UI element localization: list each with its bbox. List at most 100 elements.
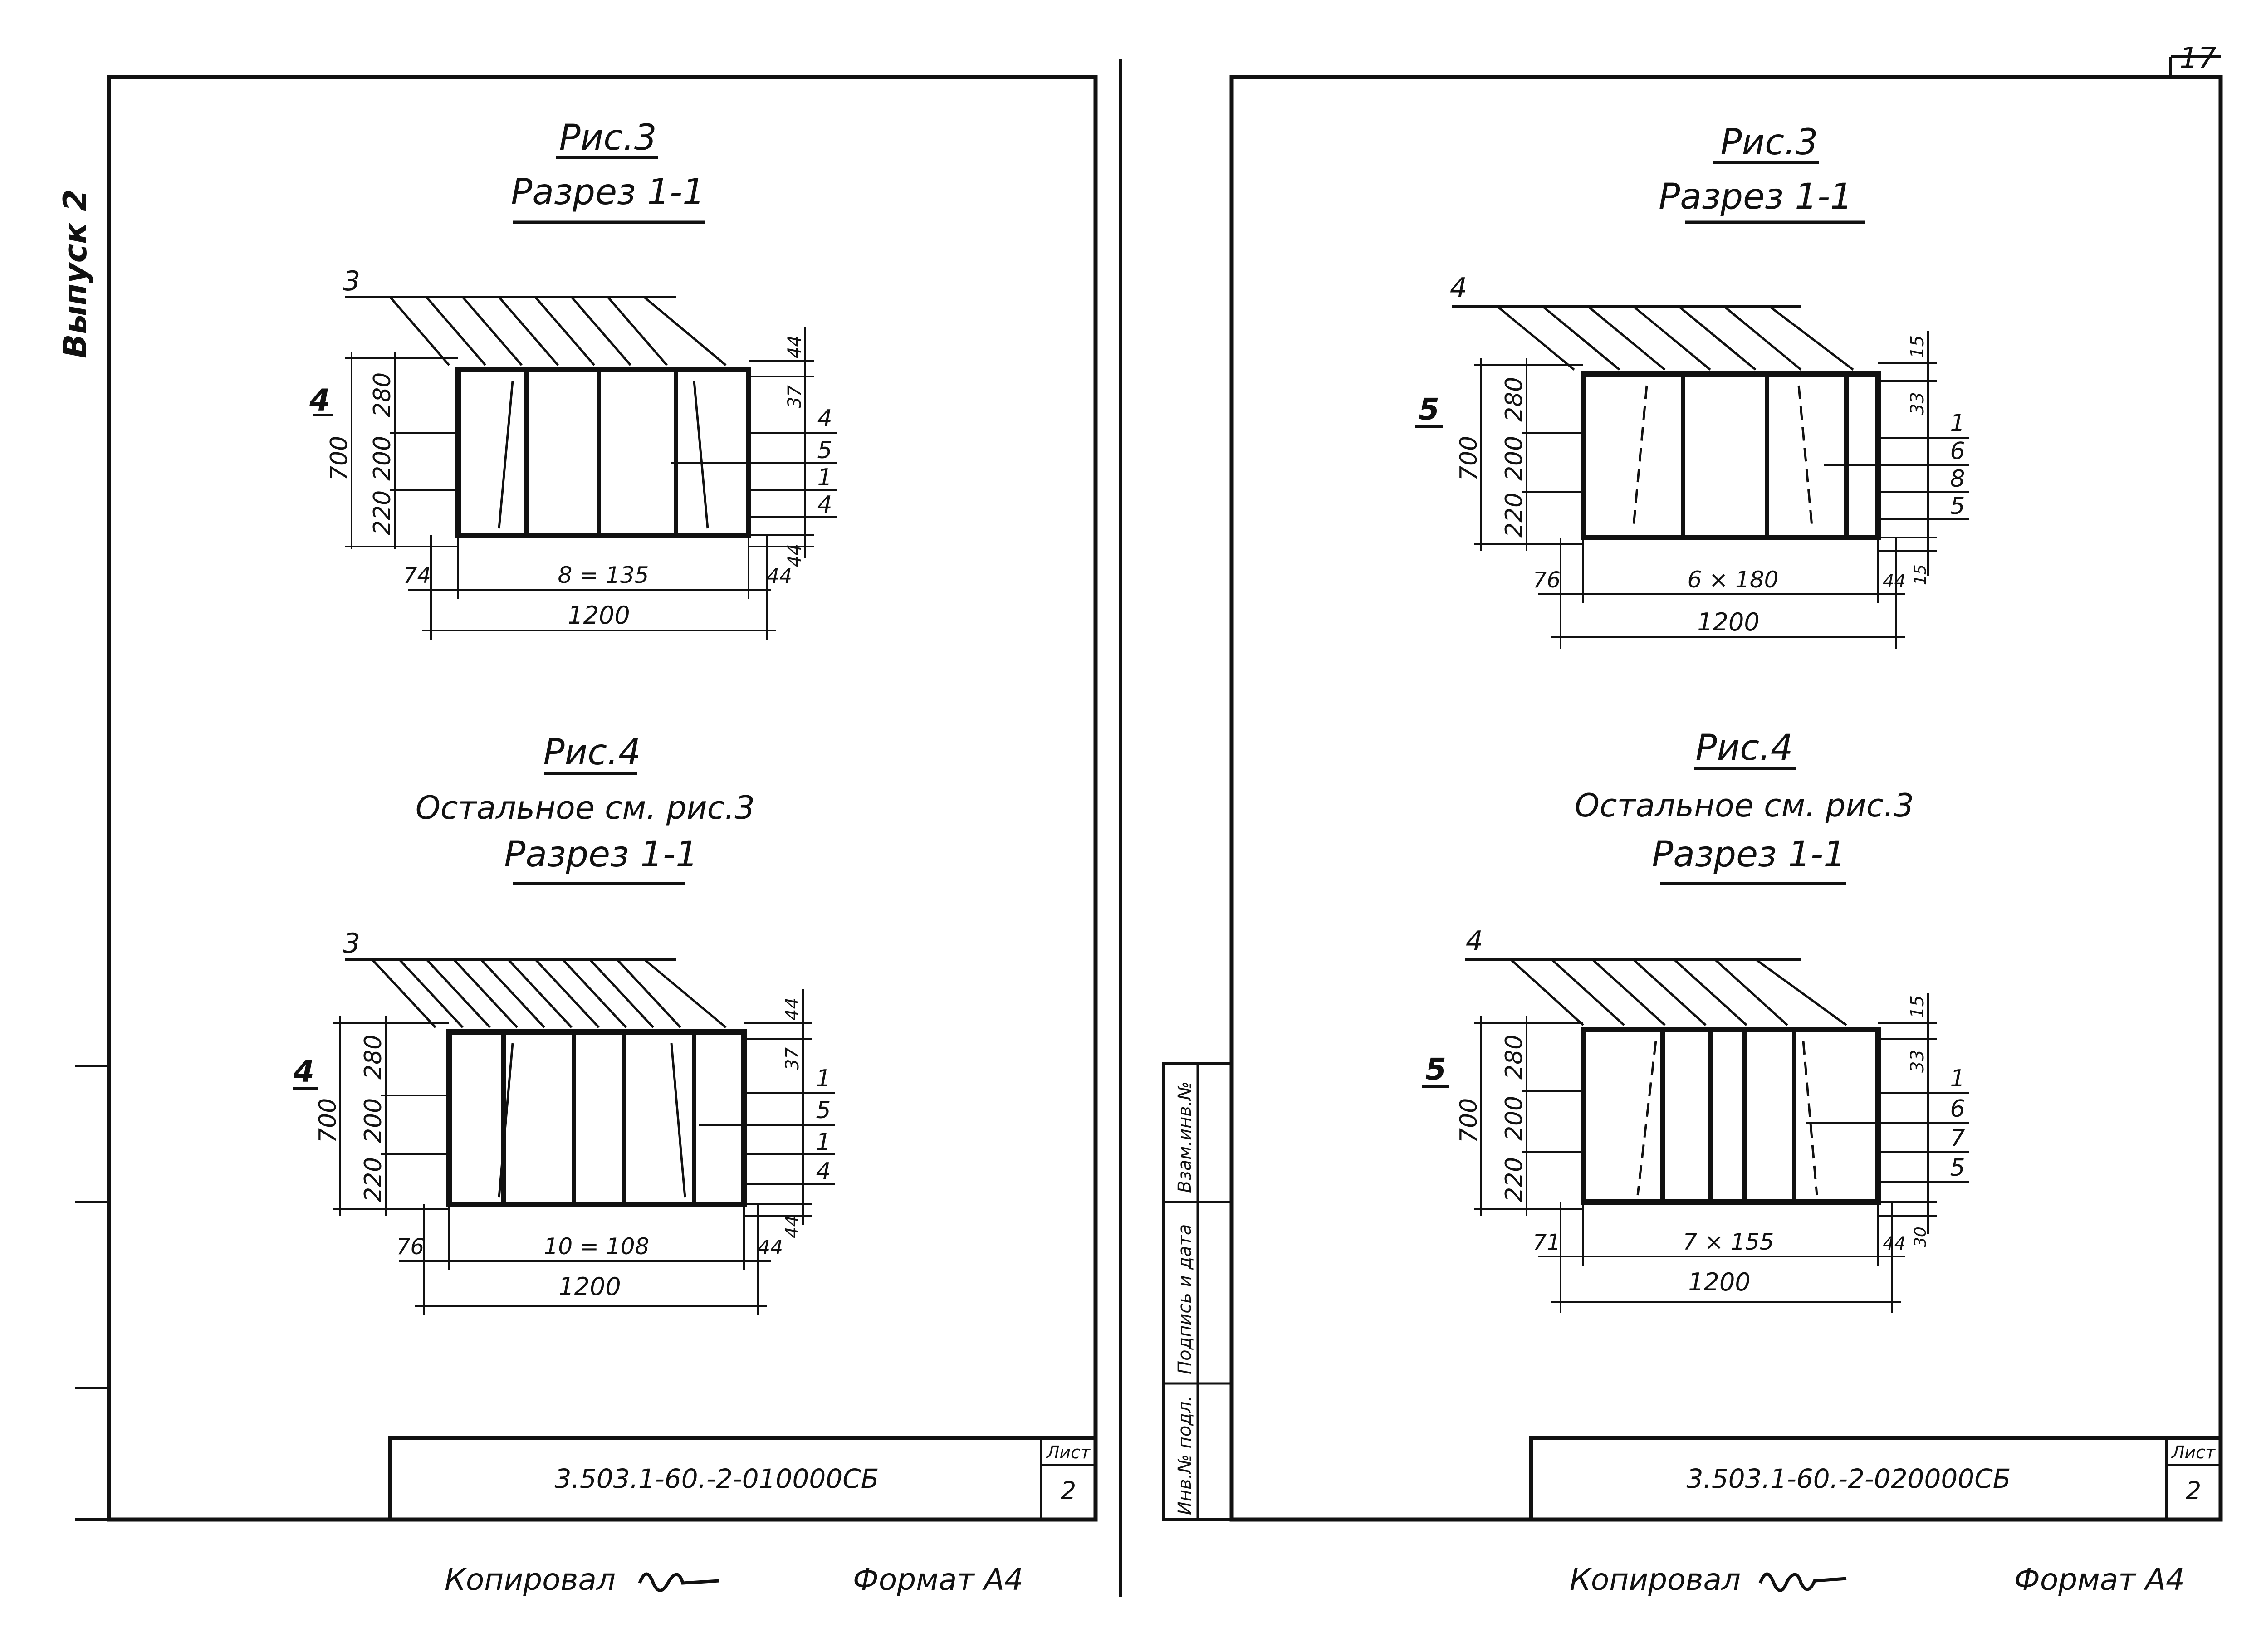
- right-title-block: 3.503.1-60.-2-020000СБ Лист 2: [1529, 1436, 2222, 1521]
- dim-total-width: 1200: [558, 1272, 621, 1301]
- callout-right-3: 1: [817, 464, 832, 491]
- callout-left: 5: [1425, 1052, 1446, 1087]
- dim-height-1: 280: [360, 1035, 387, 1080]
- callout-right-1: 1: [816, 1065, 831, 1092]
- fig3-title: Рис.3: [1720, 122, 1818, 163]
- dim-bottom-left: 74: [403, 563, 431, 588]
- right-fig4: Рис.4 Остальное см. рис.3 Разрез 1-1 4: [1422, 728, 1969, 1313]
- dim-span: 10 = 108: [544, 1233, 650, 1260]
- dim-span: 7 × 155: [1683, 1229, 1774, 1255]
- dim-span: 6 × 180: [1688, 567, 1779, 593]
- dim-bottom-right: 44: [758, 1236, 783, 1259]
- title-block-sheet-label: Лист: [1046, 1442, 1091, 1462]
- dim-height-2: 200: [360, 1098, 387, 1143]
- dim-height-2: 200: [1501, 1096, 1528, 1141]
- section-outline: [455, 367, 751, 538]
- section-outline: [446, 1029, 747, 1207]
- dim-right-3: 44: [784, 544, 805, 567]
- left-sheet: Выпуск 2 Рис.3 Разрез 1-1 3: [57, 75, 1098, 1597]
- dim-bottom-right: 44: [1883, 571, 1906, 592]
- title-block-sheet-no: 2: [1061, 1476, 1076, 1505]
- dim-total-width: 1200: [1697, 608, 1759, 636]
- callout-left: 5: [1419, 392, 1439, 427]
- dim-height-2: 200: [369, 436, 396, 481]
- footer-copied: Копировал: [445, 1562, 616, 1597]
- stamp-column: Инв.№ подл. Подпись и дата Взам.инв.№: [1162, 1062, 1233, 1521]
- callout-right-1: 1: [1950, 1065, 1965, 1092]
- callout-right-3: 8: [1950, 465, 1965, 493]
- callout-right-1: 4: [817, 405, 832, 432]
- dim-right-1: 15: [1907, 995, 1928, 1018]
- dim-total-height: 700: [326, 436, 353, 481]
- dim-right-1: 15: [1907, 335, 1928, 358]
- fig3-title: Рис.3: [559, 117, 656, 158]
- left-fig3: Рис.3 Разрез 1-1 3: [309, 117, 837, 640]
- dim-height-3: 220: [1501, 493, 1528, 538]
- callout-top: 4: [1466, 925, 1483, 957]
- title-block-code: 3.503.1-60.-2-020000СБ: [1686, 1463, 2011, 1494]
- dim-total-width: 1200: [1688, 1268, 1750, 1296]
- dim-total-height: 700: [1455, 436, 1483, 481]
- callout-right-4: 5: [1950, 493, 1965, 520]
- dim-height-3: 220: [1501, 1157, 1528, 1202]
- right-sheet: 17 Инв.№ подл. Подпись и дата Взам.инв.№…: [1162, 42, 2223, 1597]
- callout-top: 3: [343, 265, 360, 297]
- fig3-section-label: Разрез 1-1: [511, 172, 705, 213]
- dim-height-3: 220: [360, 1157, 387, 1202]
- dim-right-1: 44: [782, 997, 803, 1021]
- dim-right-2: 37: [782, 1047, 803, 1070]
- footer-format: Формат А4: [853, 1562, 1023, 1597]
- fig4-title: Рис.4: [543, 732, 641, 773]
- fig4-note: Остальное см. рис.3: [416, 789, 755, 826]
- side-label: Выпуск 2: [57, 189, 94, 358]
- callout-right-4: 4: [817, 491, 832, 518]
- callout-right-2: 5: [816, 1097, 831, 1124]
- fig4-note: Остальное см. рис.3: [1575, 787, 1914, 824]
- callout-right-2: 6: [1950, 438, 1965, 465]
- callout-top: 3: [343, 928, 360, 959]
- dim-bottom-right-2: 15: [1911, 564, 1930, 585]
- fig3-section-label: Разрез 1-1: [1659, 176, 1852, 217]
- dim-right-3: 44: [782, 1215, 803, 1238]
- callout-right-4: 4: [816, 1158, 831, 1185]
- stamp-inv-no: Инв.№ подл.: [1175, 1396, 1195, 1515]
- fig4-section-label: Разрез 1-1: [504, 834, 698, 875]
- dim-height-1: 280: [369, 372, 396, 417]
- footer-copied: Копировал: [1570, 1562, 1741, 1597]
- callout-right-2: 5: [817, 437, 832, 464]
- dim-total-width: 1200: [568, 601, 630, 630]
- dim-right-2: 37: [784, 385, 805, 408]
- dim-bottom-left: 76: [396, 1234, 424, 1260]
- callout-right-3: 1: [816, 1129, 831, 1156]
- dim-right-2: 33: [1907, 1050, 1928, 1073]
- callout-right-1: 1: [1950, 410, 1965, 437]
- section-outline: [1581, 371, 1881, 540]
- dim-right-2: 33: [1907, 392, 1928, 415]
- dim-bottom-right: 44: [1883, 1233, 1906, 1254]
- dim-total-height: 700: [1455, 1098, 1483, 1143]
- callout-top: 4: [1450, 272, 1467, 304]
- left-fig4: Рис.4 Остальное см. рис.3 Разрез 1-1 3: [293, 732, 835, 1315]
- left-title-block: 3.503.1-60.-2-010000СБ Лист 2: [388, 1436, 1097, 1521]
- callout-left: 4: [309, 383, 330, 418]
- section-outline: [1581, 1027, 1881, 1205]
- fig4-title: Рис.4: [1695, 728, 1793, 768]
- stamp-sign-date: Подпись и дата: [1175, 1224, 1195, 1374]
- fig4-section-label: Разрез 1-1: [1652, 834, 1845, 875]
- page-number: 17: [2179, 42, 2217, 75]
- dim-right-1: 44: [784, 335, 805, 358]
- dim-bottom-left: 76: [1533, 567, 1561, 593]
- title-block-sheet-no: 2: [2186, 1476, 2201, 1505]
- right-fig3: Рис.3 Разрез 1-1 4 280: [1415, 122, 1969, 649]
- dim-bottom-right-2: 30: [1911, 1227, 1930, 1247]
- footer-format: Формат А4: [2014, 1562, 2185, 1597]
- callout-left: 4: [293, 1054, 314, 1089]
- dim-bottom-right: 44: [767, 565, 792, 588]
- dim-height-2: 200: [1501, 436, 1528, 481]
- callout-right-4: 5: [1950, 1154, 1965, 1182]
- callout-right-2: 6: [1950, 1095, 1965, 1123]
- dim-height-1: 280: [1501, 377, 1528, 422]
- title-block-sheet-label: Лист: [2171, 1442, 2216, 1462]
